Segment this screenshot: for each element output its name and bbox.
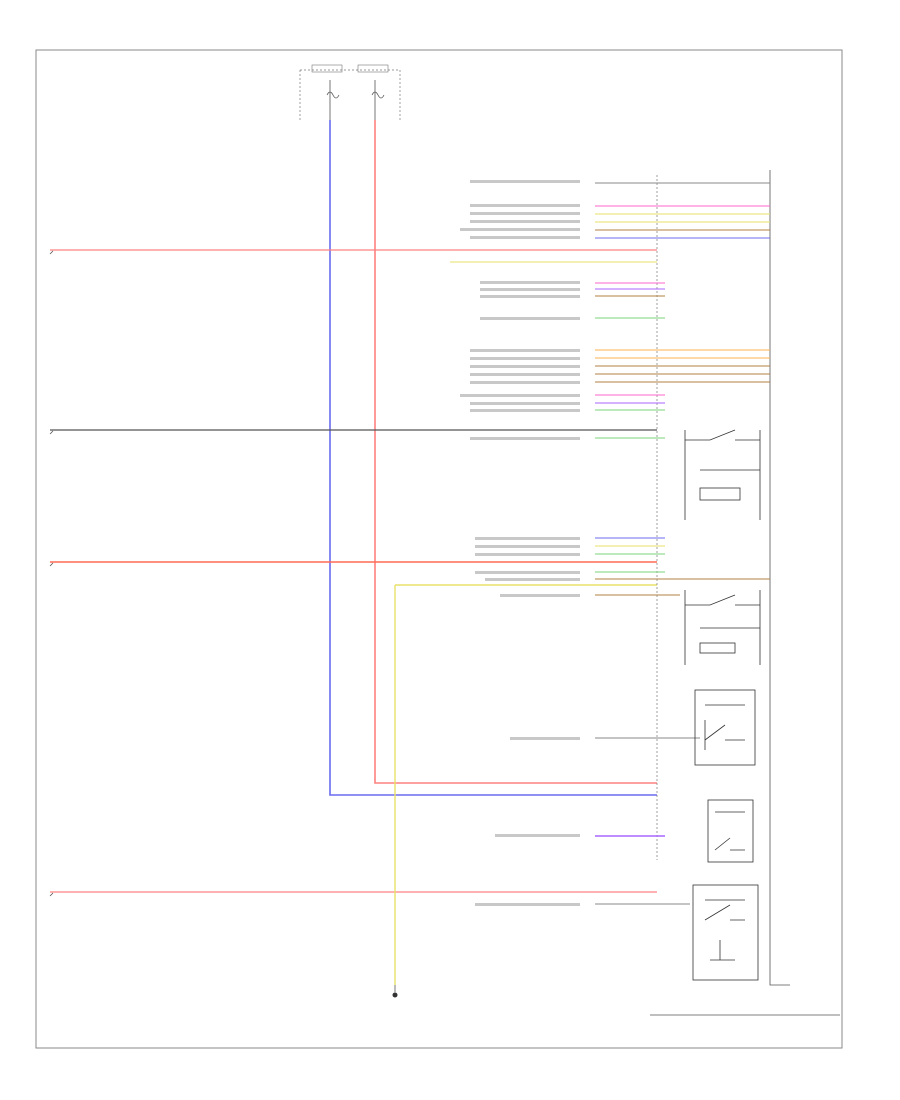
connector-stubs-lower — [595, 537, 770, 905]
diagram-frame — [35, 49, 843, 1049]
relay-3 — [694, 689, 756, 766]
connector-stubs-upper — [450, 182, 770, 439]
relay-1 — [684, 429, 761, 520]
ground-symbol — [392, 992, 398, 998]
stub-label-placeholders — [460, 180, 580, 906]
left-connectors — [49, 250, 54, 897]
ground-wire — [394, 584, 657, 985]
module-bus — [769, 170, 790, 986]
relay-2 — [684, 590, 761, 665]
relay-5 — [692, 884, 759, 981]
relay-4 — [707, 799, 754, 863]
fuse-block — [299, 64, 401, 120]
red-feed-wire — [374, 120, 657, 784]
blue-feed-wire — [329, 120, 657, 796]
